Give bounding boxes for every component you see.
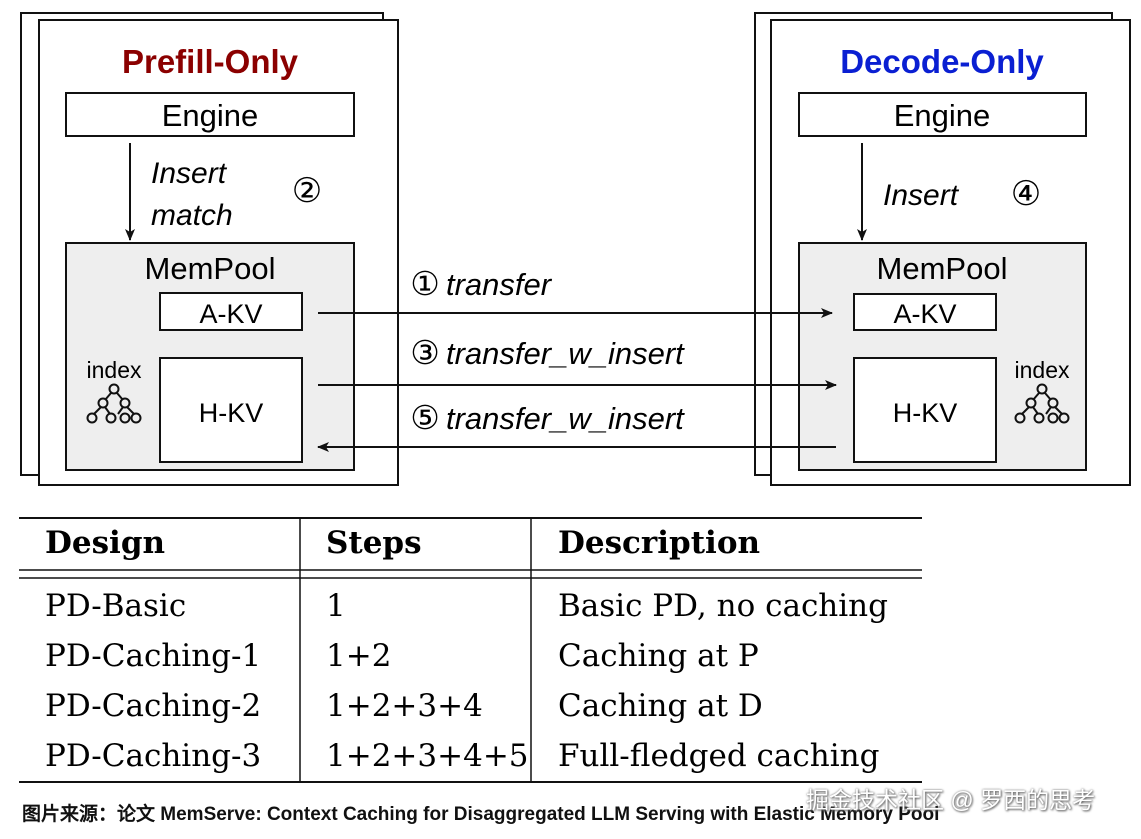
tree-icon	[86, 383, 142, 424]
table-header-description: Description	[558, 525, 760, 561]
prefill-mempool-label: MemPool	[145, 251, 276, 286]
transfer-3: ③ transfer_w_insert	[318, 334, 837, 390]
step-marker-4: ④	[1011, 175, 1041, 213]
table-cell-description: Full-fledged caching	[558, 738, 879, 774]
table-cell-design: PD-Caching-1	[45, 638, 261, 674]
table-cell-steps: 1+2+3+4	[326, 688, 483, 724]
transfer-1: ① transfer	[318, 265, 833, 318]
decode-node: Decode-Only Engine Insert ④ MemPool A-KV…	[754, 12, 1131, 486]
prefill-node: Prefill-Only Engine Insert match ② MemPo…	[20, 12, 399, 486]
watermark: 掘金技术社区 @ 罗西的思考	[806, 787, 1096, 813]
decode-title: Decode-Only	[840, 43, 1044, 80]
prefill-engine-label: Engine	[162, 98, 259, 133]
decode-akv-label: A-KV	[893, 299, 956, 329]
decode-hkv-box	[853, 357, 997, 463]
prefill-step-label-insert: Insert	[151, 157, 228, 190]
table-header-design: Design	[45, 525, 165, 561]
step-marker-1: ①	[410, 265, 440, 302]
table-cell-steps: 1	[326, 588, 346, 624]
decode-akv-box	[853, 293, 997, 331]
table-cell-design: PD-Caching-2	[45, 688, 261, 724]
tree-icon	[1014, 383, 1070, 424]
step-marker-3: ③	[410, 334, 440, 371]
prefill-hkv-label: H-KV	[199, 398, 264, 428]
transfer-3-label: transfer_w_insert	[446, 336, 685, 371]
table-header-row: Design Steps Description	[45, 525, 760, 561]
figure-caption: 图片来源：论文 MemServe: Context Caching for Di…	[22, 804, 940, 825]
prefill-step-label-match: match	[151, 199, 233, 232]
table-row: PD-Basic 1 Basic PD, no caching	[45, 588, 888, 624]
design-table: Design Steps Description PD-Basic 1 Basi…	[19, 517, 922, 783]
table-cell-description: Caching at D	[558, 688, 763, 724]
table-cell-design: PD-Basic	[45, 588, 186, 624]
decode-hkv-label: H-KV	[893, 398, 958, 428]
table-row: PD-Caching-2 1+2+3+4 Caching at D	[45, 688, 763, 724]
decode-mempool-label: MemPool	[877, 251, 1008, 286]
table-cell-description: Caching at P	[558, 638, 759, 674]
decode-index-label: index	[1015, 357, 1070, 383]
prefill-akv-box	[159, 292, 303, 331]
transfer-1-label: transfer	[446, 267, 553, 302]
transfer-5: ⑤ transfer_w_insert	[317, 399, 836, 452]
decode-engine-box	[798, 92, 1087, 137]
decode-engine-label: Engine	[894, 98, 991, 133]
table-row: PD-Caching-3 1+2+3+4+5 Full-fledged cach…	[45, 738, 879, 774]
decode-step-label-insert: Insert	[883, 179, 960, 212]
table-cell-steps: 1+2+3+4+5	[326, 738, 529, 774]
table-cell-steps: 1+2	[326, 638, 391, 674]
prefill-hkv-box	[159, 357, 303, 463]
prefill-index-label: index	[87, 357, 142, 383]
step-marker-2: ②	[292, 172, 322, 210]
prefill-engine-box	[65, 92, 355, 137]
prefill-akv-label: A-KV	[199, 299, 262, 329]
table-row: PD-Caching-1 1+2 Caching at P	[45, 638, 759, 674]
table-header-steps: Steps	[326, 525, 422, 561]
table-cell-design: PD-Caching-3	[45, 738, 261, 774]
step-marker-5: ⑤	[410, 399, 440, 436]
transfer-5-label: transfer_w_insert	[446, 401, 685, 436]
table-cell-description: Basic PD, no caching	[558, 588, 888, 624]
prefill-title: Prefill-Only	[122, 43, 299, 80]
